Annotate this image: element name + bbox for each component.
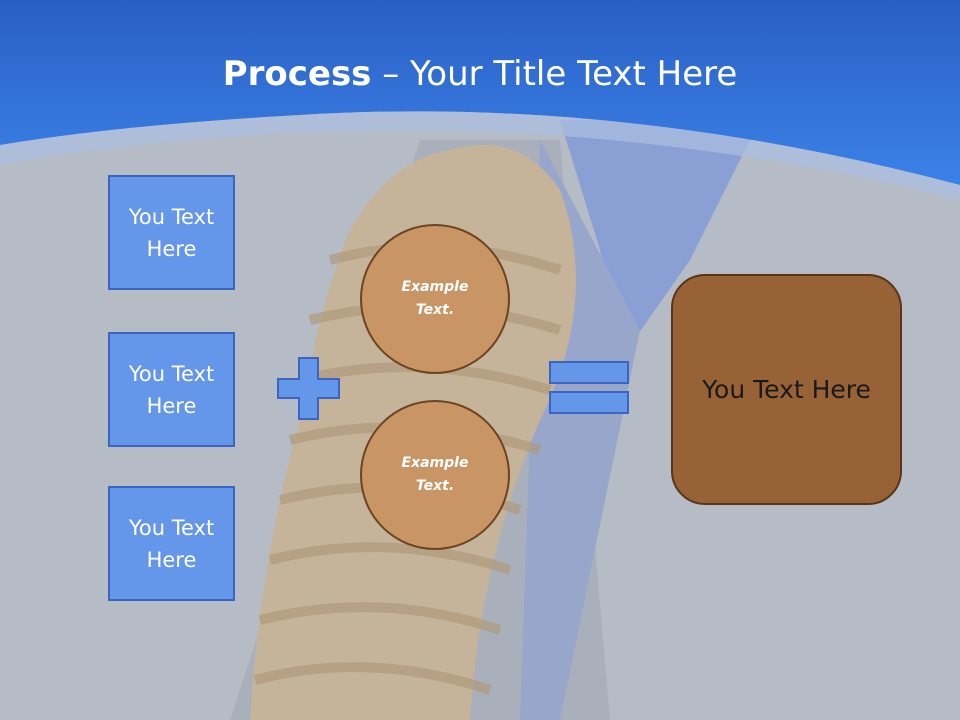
circle-label: Example Text. [401, 455, 469, 494]
title-rest: – Your Title Text Here [371, 54, 738, 94]
circle-label: Example Text. [401, 279, 469, 318]
example-circle-1[interactable]: Example Text. [360, 224, 510, 374]
text-box-2[interactable]: You Text Here [108, 332, 235, 447]
result-box[interactable]: You Text Here [671, 274, 902, 505]
text-box-label: You Text Here [128, 361, 215, 418]
title-bold: Process [222, 54, 372, 94]
text-box-1[interactable]: You Text Here [108, 175, 235, 290]
example-circle-2[interactable]: Example Text. [360, 400, 510, 550]
equals-icon [549, 361, 629, 414]
text-box-label: You Text Here [128, 515, 215, 572]
header-band [0, 0, 960, 200]
text-box-label: You Text Here [128, 204, 215, 261]
plus-icon [277, 357, 340, 420]
result-label: You Text Here [702, 375, 871, 404]
slide-title: Process – Your Title Text Here [0, 52, 960, 96]
text-box-3[interactable]: You Text Here [108, 486, 235, 601]
